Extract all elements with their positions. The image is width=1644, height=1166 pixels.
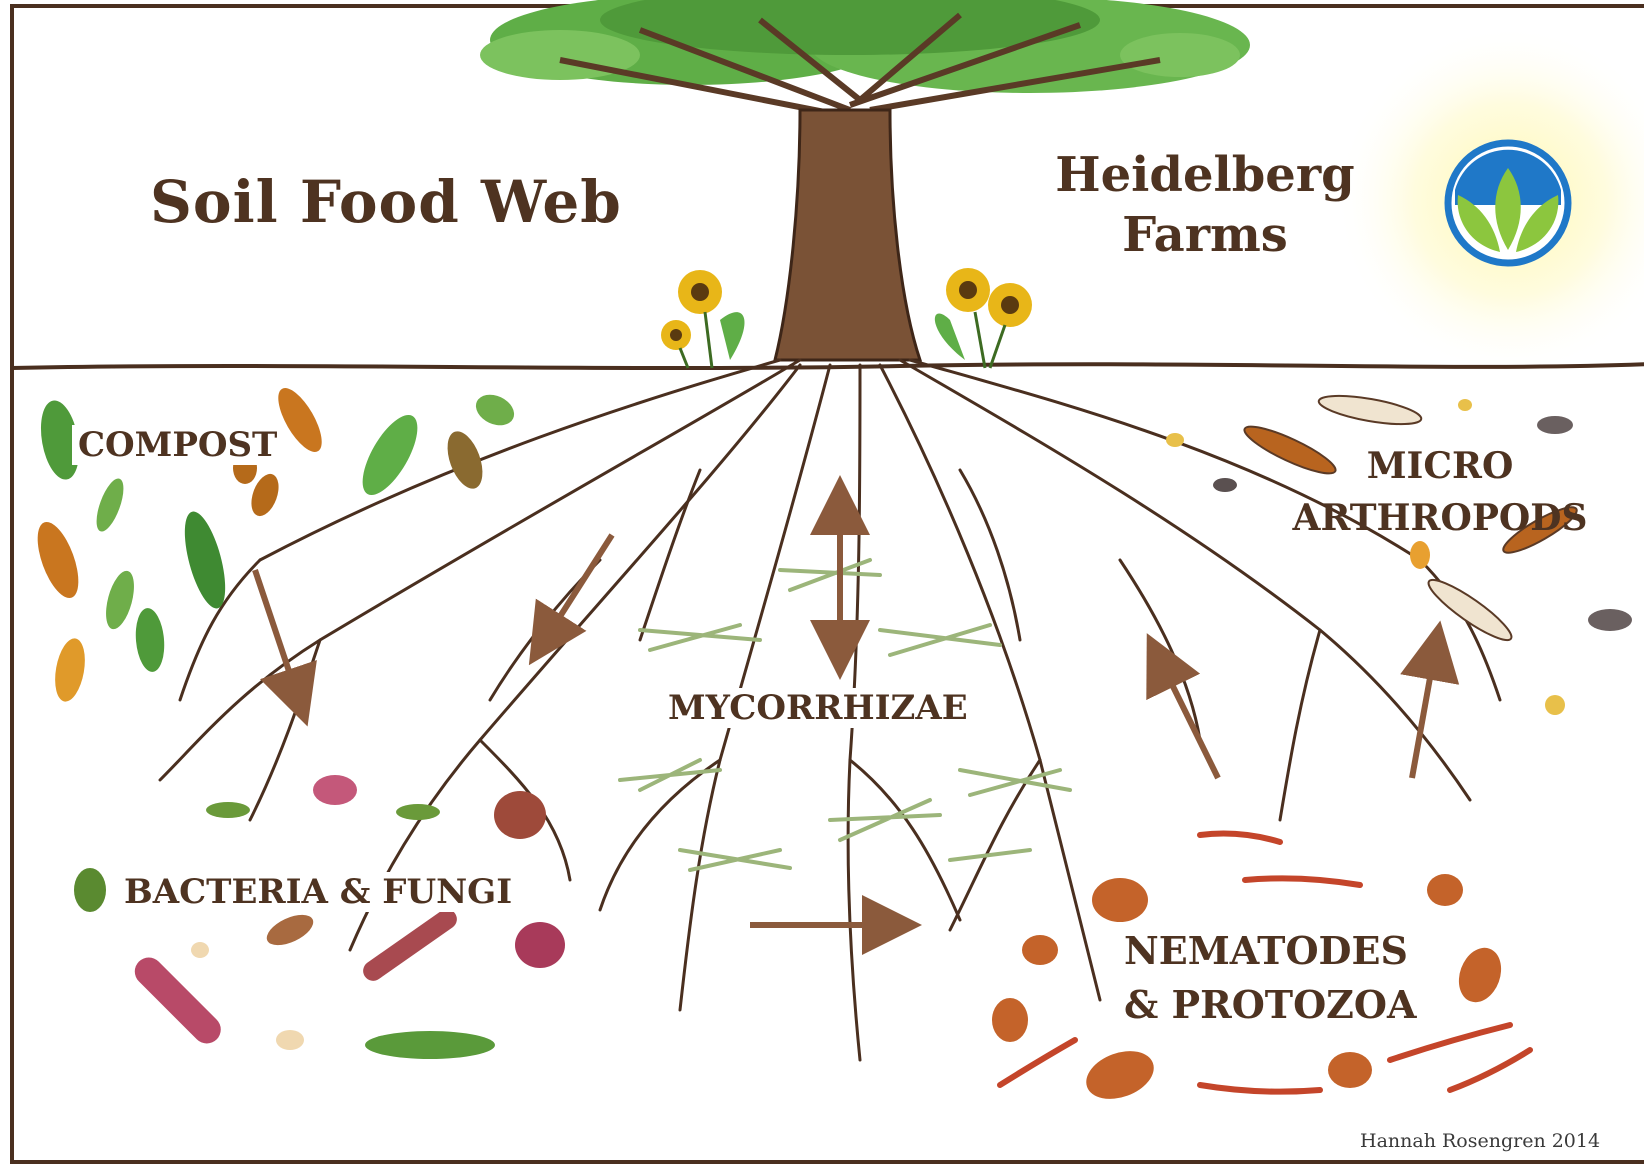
label-compost: COMPOST	[72, 425, 283, 465]
label-bacteria-fungi: BACTERIA & FUNGI	[118, 872, 518, 912]
artist-credit: Hannah Rosengren 2014	[1360, 1130, 1600, 1152]
label-micro-arthropods-line-2: ARTHROPODS	[1270, 492, 1610, 544]
label-micro-arthropods: MICRO ARTHROPODS	[1270, 440, 1610, 544]
label-nematodes-line-2: & PROTOZOA	[1124, 978, 1417, 1032]
label-micro-arthropods-line-1: MICRO	[1270, 440, 1610, 492]
brand-line-1: Heidelberg	[1040, 145, 1370, 205]
label-nematodes-line-1: NEMATODES	[1124, 924, 1417, 978]
arrow-nematodes-up	[1160, 660, 1218, 778]
brand-line-2: Farms	[1040, 205, 1370, 265]
micro-arthropods	[1166, 390, 1632, 715]
diagram-title: Soil Food Web	[150, 168, 622, 236]
brand-name: Heidelberg Farms	[1040, 145, 1370, 265]
tree-canopy	[480, 0, 1250, 115]
bacteria-and-fungi	[74, 775, 565, 1059]
arrow-compost-to-bacteria	[255, 570, 298, 698]
label-nematodes-protozoa: NEMATODES & PROTOZOA	[1118, 924, 1423, 1032]
label-mycorrhizae: MYCORRHIZAE	[662, 688, 974, 728]
arrow-arthropods-up	[1412, 650, 1435, 778]
sunflowers-right	[935, 268, 1032, 368]
heidelberg-farms-logo	[1448, 143, 1568, 263]
tree-trunk	[775, 110, 920, 360]
sunflowers-left	[661, 270, 744, 368]
arrow-to-bacteria-roots	[545, 535, 612, 640]
